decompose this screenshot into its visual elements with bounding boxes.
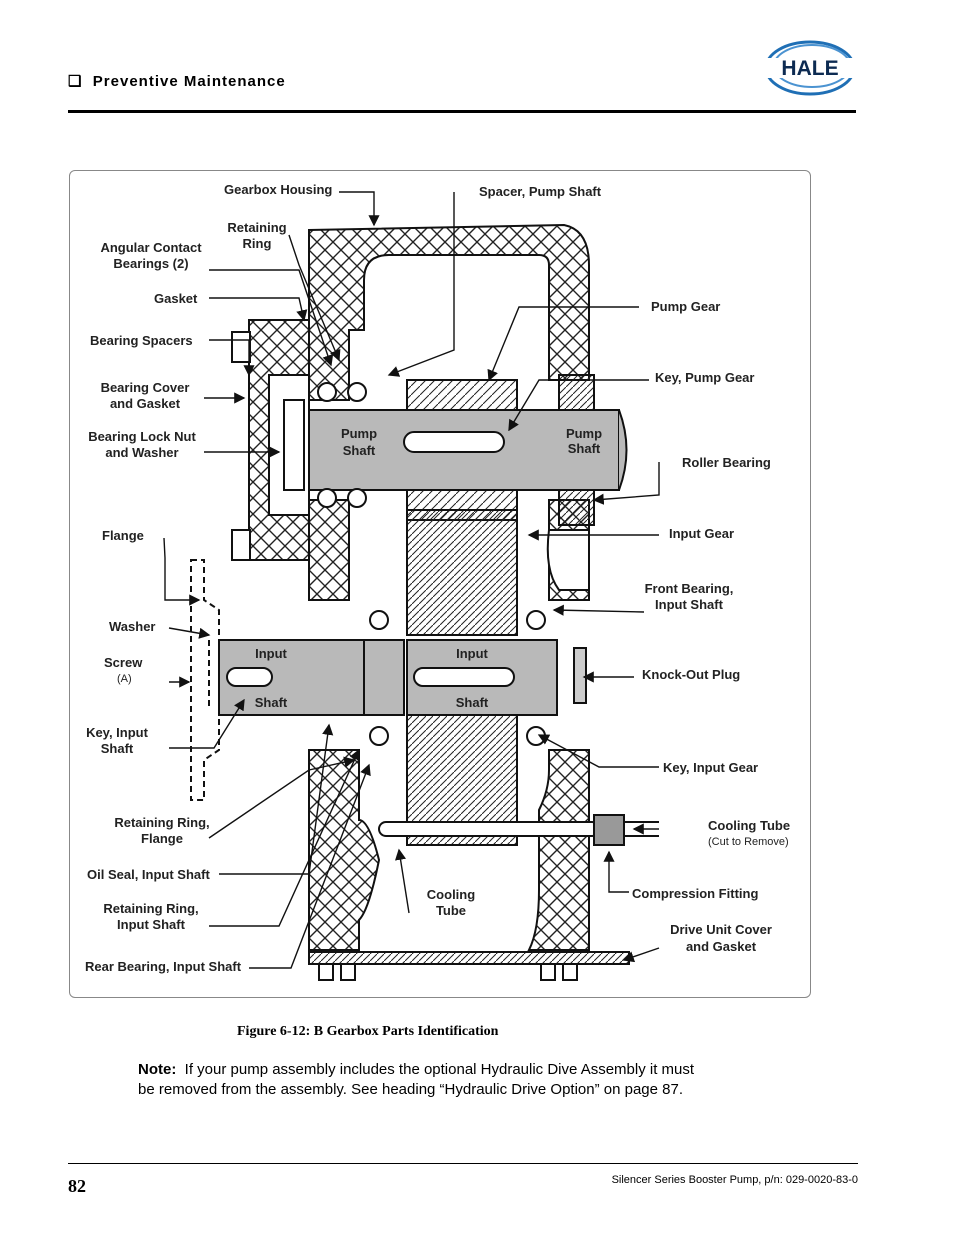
label-input-2b: Shaft [456, 695, 489, 710]
logo-text: HALE [781, 57, 838, 80]
note-paragraph: Note: If your pump assembly includes the… [138, 1060, 698, 1100]
label-pump-shaft-2b: Shaft [568, 441, 601, 456]
label-flange: Flange [102, 528, 144, 543]
label-key-input-shaft-1: Key, Input [86, 725, 149, 740]
label-cooling-tube-2: Tube [436, 903, 466, 918]
section-title: Preventive Maintenance [92, 73, 286, 90]
bearings [317, 382, 546, 746]
label-cooling-tube-1: Cooling [427, 887, 475, 902]
label-roller-bearing: Roller Bearing [682, 455, 771, 470]
label-ret-ring-input-2: Input Shaft [117, 917, 186, 932]
cooling-tube [378, 814, 659, 846]
label-cooling-tube-note: (Cut to Remove) [708, 836, 789, 848]
bullet-icon: ❑ [68, 73, 83, 90]
label-pump-shaft-2a: Pump [566, 426, 602, 441]
label-gearbox-housing: Gearbox Housing [224, 182, 332, 197]
label-angular-1: Angular Contact [100, 240, 202, 255]
label-input-gear: Input Gear [669, 526, 734, 541]
note-label: Note: [138, 1061, 177, 1078]
label-input-1a: Input [255, 646, 287, 661]
label-key-pump-gear: Key, Pump Gear [655, 370, 754, 385]
label-ret-ring-flange-1: Retaining Ring, [114, 815, 209, 830]
label-oil-seal: Oil Seal, Input Shaft [87, 867, 210, 882]
label-drive-cover-2: and Gasket [686, 939, 757, 954]
label-ret-ring-flange-2: Flange [141, 831, 183, 846]
label-cooling-tube-r: Cooling Tube [708, 818, 790, 833]
label-lock-nut-2: and Washer [105, 445, 178, 460]
label-input-1b: Shaft [255, 695, 288, 710]
label-ret-ring-input-1: Retaining Ring, [103, 901, 198, 916]
label-retaining-ring-1: Retaining [227, 220, 286, 235]
label-input-2a: Input [456, 646, 488, 661]
label-bearing-spacers: Bearing Spacers [90, 333, 193, 348]
label-pump-shaft-1a: Pump [341, 426, 377, 441]
label-pump-gear: Pump Gear [651, 299, 720, 314]
label-spacer-pump-shaft: Spacer, Pump Shaft [479, 184, 602, 199]
label-washer: Washer [109, 619, 155, 634]
label-key-input-shaft-2: Shaft [101, 741, 134, 756]
label-drive-cover-1: Drive Unit Cover [670, 922, 772, 937]
knock-out-plug [573, 647, 587, 704]
label-bearing-cover-1: Bearing Cover [101, 380, 190, 395]
labels: Gearbox Housing Spacer, Pump Shaft Retai… [85, 182, 790, 974]
drive-unit-cover [308, 951, 630, 981]
page-number: 82 [68, 1176, 86, 1196]
label-lock-nut-1: Bearing Lock Nut [88, 429, 196, 444]
label-angular-2: Bearings (2) [113, 256, 188, 271]
label-front-bearing-2: Input Shaft [655, 597, 724, 612]
label-front-bearing-1: Front Bearing, [645, 581, 734, 596]
label-key-input-gear: Key, Input Gear [663, 760, 758, 775]
label-compression-fitting: Compression Fitting [632, 886, 758, 901]
header-rule [68, 110, 856, 113]
footer-doc-title: Silencer Series Booster Pump, p/n: 029-0… [611, 1174, 858, 1186]
figure-caption: Figure 6-12: B Gearbox Parts Identificat… [237, 1024, 499, 1039]
label-knock-out-plug: Knock-Out Plug [642, 667, 740, 682]
label-gasket: Gasket [154, 291, 198, 306]
pump-shaft [308, 409, 628, 491]
label-bearing-cover-2: and Gasket [110, 396, 181, 411]
gearbox-diagram: Gearbox Housing Spacer, Pump Shaft Retai… [85, 182, 790, 981]
bearing-cover [231, 319, 310, 561]
leader-lines [163, 191, 660, 969]
hale-logo: HALE [762, 40, 858, 96]
label-rear-bearing: Rear Bearing, Input Shaft [85, 959, 242, 974]
label-screw-a: (A) [117, 673, 132, 685]
flange-outline [190, 559, 220, 801]
label-pump-shaft-1b: Shaft [343, 443, 376, 458]
label-retaining-ring-2: Ring [243, 236, 272, 251]
footer-rule [68, 1163, 858, 1164]
note-text: If your pump assembly includes the optio… [138, 1061, 695, 1098]
section-header: ❑ Preventive Maintenance [68, 72, 286, 90]
label-screw: Screw [104, 655, 143, 670]
roller-bearing [558, 374, 595, 526]
